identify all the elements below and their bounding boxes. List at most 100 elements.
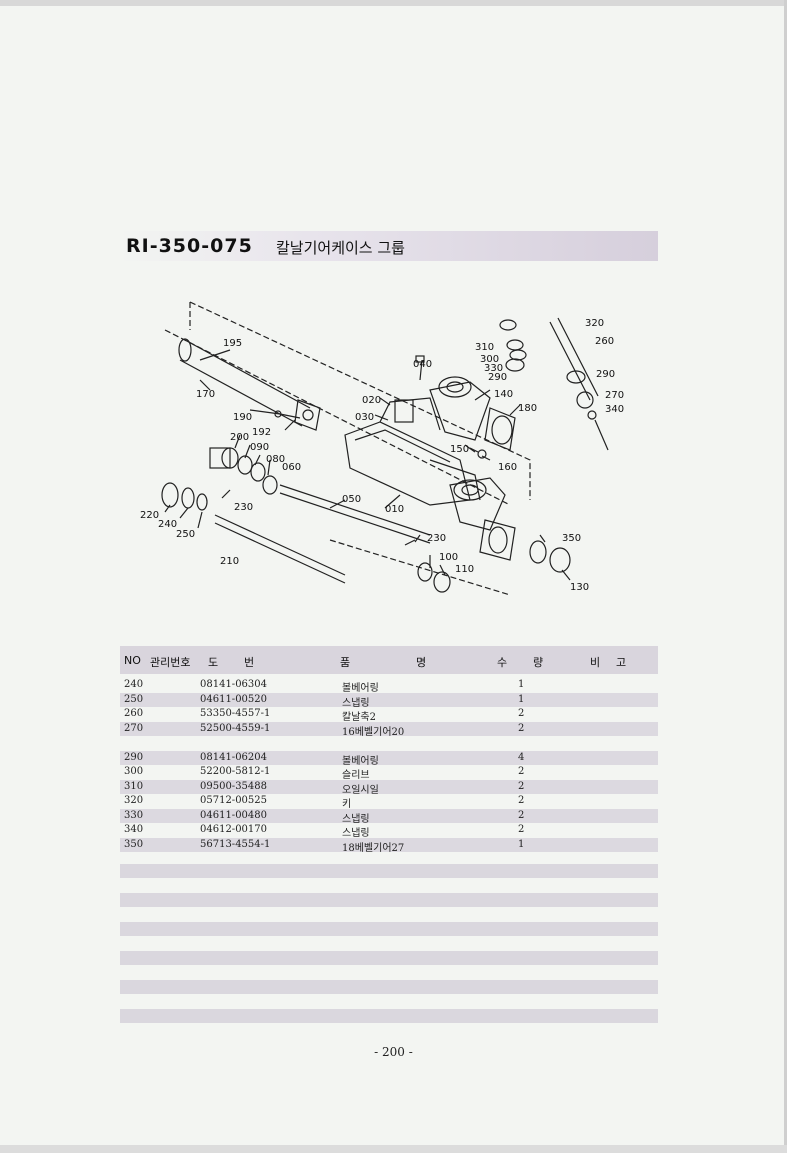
callout-label: 170 — [196, 389, 215, 400]
cell-drawing: 56713-4554-1 — [200, 838, 271, 850]
cell-drawing: 08141-06304 — [200, 679, 268, 690]
empty-table-band — [120, 951, 658, 965]
scan-edge-top — [0, 0, 787, 6]
scan-edge-bottom — [0, 1145, 787, 1153]
table-row: 250 04611-00520 스냅링 1 — [120, 692, 658, 709]
cell-qty: 2 — [518, 766, 525, 777]
cell-no: 340 — [124, 824, 144, 835]
table-row: 270 52500-4559-1 16베벨기어20 2 — [120, 721, 658, 738]
cell-no: 240 — [124, 679, 144, 690]
diagram-drawing: 320 310 260 300 330 040 290 290 270 340 … — [140, 301, 624, 596]
callout-label: 270 — [605, 390, 624, 401]
cell-no: 260 — [124, 708, 144, 719]
cell-qty: 2 — [518, 722, 525, 734]
callout-label: 290 — [488, 372, 507, 383]
callout-label: 200 — [230, 432, 249, 443]
cell-no: 350 — [124, 838, 144, 850]
cell-no: 300 — [124, 766, 144, 777]
group-title: 칼날기어케이스 그룹 — [276, 239, 405, 257]
header-name-a: 품 — [340, 656, 351, 669]
callout-label: 330 — [484, 363, 503, 374]
table-row: 340 04612-00170 스냅링 2 — [120, 823, 658, 839]
cell-no: 330 — [124, 809, 144, 821]
cell-drawing: 04611-00520 — [200, 693, 268, 705]
callout-label: 230 — [234, 502, 253, 513]
callout-label: 050 — [342, 494, 361, 505]
page-number: - 200 - — [374, 1045, 413, 1059]
callout-label: 160 — [498, 462, 517, 473]
empty-table-band — [120, 980, 658, 994]
cell-qty: 2 — [518, 708, 525, 719]
callout-label: 150 — [450, 444, 469, 455]
cell-qty: 4 — [518, 751, 525, 763]
callout-label: 250 — [176, 529, 195, 540]
header-name-b: 명 — [416, 656, 427, 669]
cell-name: 오일시일 — [342, 784, 379, 796]
header-qty-a: 수 — [497, 656, 508, 669]
callout-label: 320 — [585, 318, 604, 329]
section-title-bar: RI-350-075 칼날기어케이스 그룹 — [120, 231, 658, 261]
empty-table-band — [120, 922, 658, 936]
group-code: RI-350-075 — [126, 235, 253, 257]
callout-label: 020 — [362, 395, 381, 406]
header-no: NO — [124, 654, 141, 667]
cell-qty: 1 — [518, 679, 525, 690]
empty-table-band — [120, 893, 658, 907]
cell-name: 16베벨기어20 — [342, 726, 405, 738]
cell-no: 320 — [124, 795, 144, 806]
cell-name: 볼베어링 — [342, 683, 379, 694]
callout-label: 110 — [455, 564, 474, 575]
callout-label: 190 — [233, 412, 252, 423]
callout-label: 210 — [220, 556, 239, 567]
callout-label: 260 — [595, 336, 614, 347]
callout-label: 240 — [158, 519, 177, 530]
scan-edge-right — [784, 0, 787, 1153]
cell-name: 스냅링 — [342, 697, 370, 709]
callout-label: 192 — [252, 427, 271, 438]
cell-no: 270 — [124, 722, 144, 734]
table-row: 310 09500-35488 오일시일 2 — [120, 779, 658, 796]
cell-no: 250 — [124, 693, 144, 705]
cell-no: 290 — [124, 751, 144, 763]
parts-table: NO 관리번호 도 번 품 명 수 량 비 고 240 08141-06304 … — [120, 646, 658, 854]
cell-qty: 2 — [518, 795, 525, 806]
header-qty-b: 량 — [533, 656, 544, 669]
cell-drawing: 04611-00480 — [200, 809, 268, 821]
callout-label: 010 — [385, 504, 404, 515]
cell-name: 스냅링 — [342, 828, 370, 839]
cell-drawing: 04612-00170 — [200, 824, 268, 835]
table-row: 300 52200-5812-1 슬리브 2 — [120, 765, 658, 781]
cell-qty: 1 — [518, 838, 525, 850]
callout-label: 080 — [266, 454, 285, 465]
exploded-parts-diagram: 320 310 260 300 330 040 290 290 270 340 … — [130, 290, 650, 620]
cell-drawing: 09500-35488 — [200, 780, 268, 792]
cell-name: 슬리브 — [342, 770, 370, 781]
callout-label: 230 — [427, 533, 446, 544]
callout-label: 040 — [413, 359, 432, 370]
cell-drawing: 05712-00525 — [200, 795, 268, 806]
table-row: 240 08141-06304 볼베어링 1 — [120, 678, 658, 694]
callout-label: 090 — [250, 442, 269, 453]
callout-label: 130 — [570, 582, 589, 593]
cell-drawing: 53350-4557-1 — [200, 708, 271, 719]
empty-table-band — [120, 1009, 658, 1023]
cell-qty: 2 — [518, 780, 525, 792]
cell-name: 볼베어링 — [342, 755, 379, 767]
callout-label: 060 — [282, 462, 301, 473]
cell-no: 310 — [124, 780, 144, 792]
cell-drawing: 08141-06204 — [200, 751, 268, 763]
callout-label: 195 — [223, 338, 242, 349]
callout-label: 180 — [518, 403, 537, 414]
header-note-b: 고 — [616, 656, 627, 669]
callout-label: 350 — [562, 533, 581, 544]
empty-table-band — [120, 864, 658, 878]
cell-qty: 1 — [518, 693, 525, 705]
cell-name: 18베벨기어27 — [342, 842, 405, 854]
diagram-labels: 320 310 260 300 330 040 290 290 270 340 … — [140, 318, 624, 593]
cell-qty: 2 — [518, 809, 525, 821]
cell-name: 스냅링 — [342, 813, 370, 825]
table-row: 260 53350-4557-1 칼날축2 2 — [120, 707, 658, 723]
callout-label: 340 — [605, 404, 624, 415]
cell-drawing: 52200-5812-1 — [200, 766, 271, 777]
